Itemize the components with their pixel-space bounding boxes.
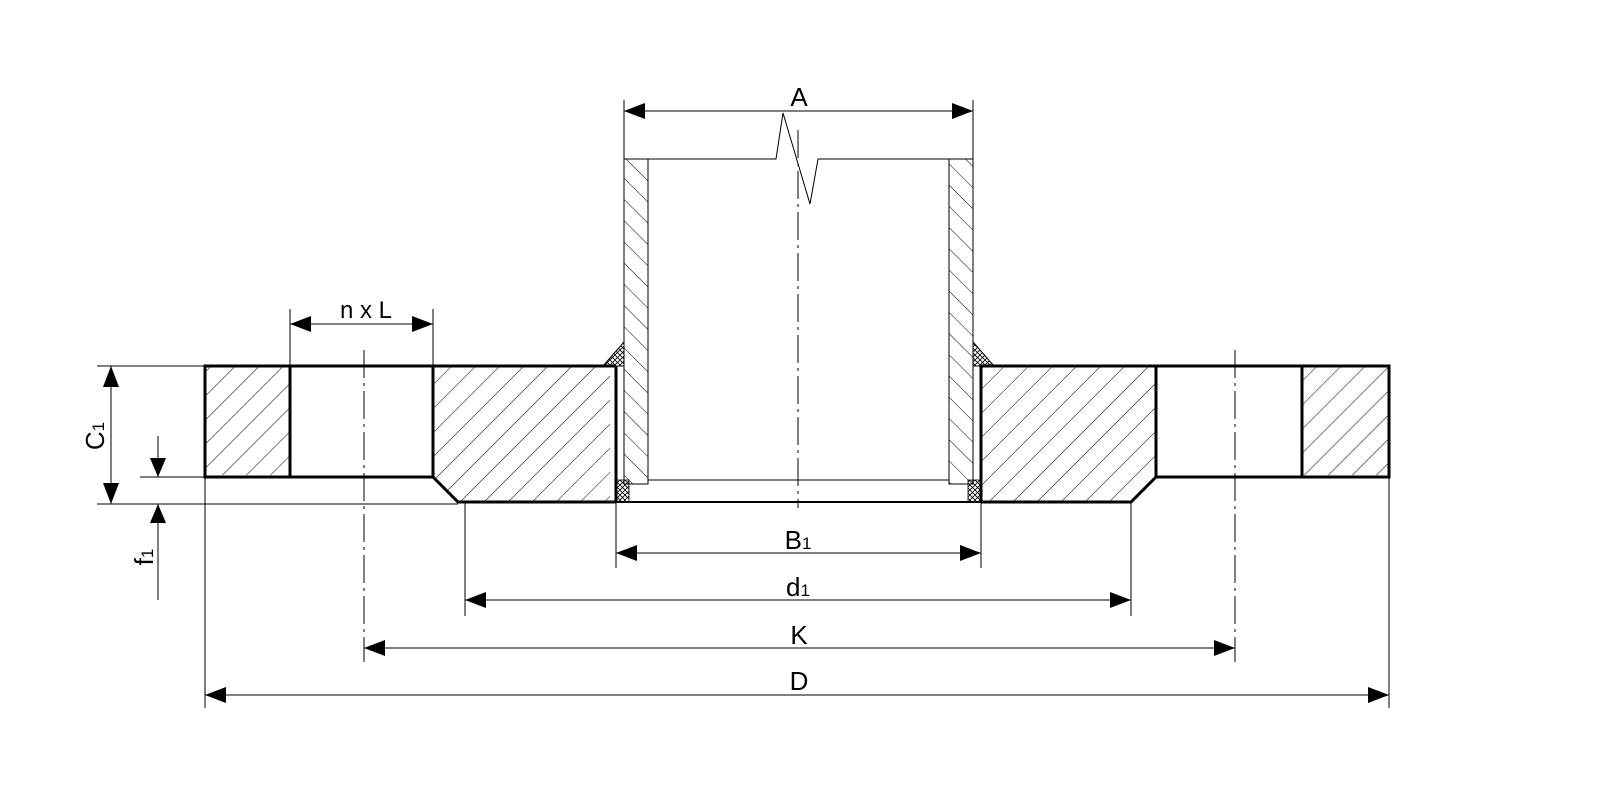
arrow-c1-bottom [103, 483, 119, 504]
pipe-left-wall [623, 158, 649, 485]
pipe-right-wall [948, 158, 974, 485]
welds [601, 340, 996, 503]
extension-lines [97, 100, 1390, 708]
flange-left-outline [203, 364, 616, 504]
arrow-nxl-right [412, 316, 433, 332]
weld-top-left [601, 340, 625, 367]
label-d: D [790, 666, 809, 696]
arrow-k-left [364, 640, 385, 656]
flange-section-hatching [205, 366, 1389, 502]
label-f1: f1 [129, 549, 159, 566]
label-k: K [790, 620, 808, 650]
arrow-d-right [1368, 687, 1389, 703]
arrow-f1-bottom [150, 504, 166, 523]
label-a: A [790, 82, 808, 112]
dimension-lines [110, 110, 1389, 696]
arrow-k-right [1214, 640, 1235, 656]
label-n-x-l: n x L [340, 297, 392, 324]
flange-outline [203, 364, 1391, 504]
flange-left-outer-section [205, 366, 290, 475]
flange-right-outer-section [1302, 366, 1389, 475]
weld-bottom-right [967, 479, 982, 503]
weld-top-right [972, 340, 996, 367]
label-d1: d1 [786, 572, 810, 602]
arrow-b1-left [616, 545, 637, 561]
flange-right-outline [981, 364, 1391, 504]
pipe-walls [623, 158, 974, 485]
arrow-c1-top [103, 366, 119, 387]
arrow-d-left [205, 687, 226, 703]
arrow-b1-right [960, 545, 981, 561]
arrow-a-left [624, 103, 645, 119]
dimension-labels: A n x L C1 f1 B1 d1 K D [80, 82, 811, 696]
arrow-f1-top [150, 458, 166, 477]
pipe-break-line [624, 112, 973, 205]
label-c1: C1 [80, 422, 110, 450]
arrow-a-right [952, 103, 973, 119]
arrowheads [103, 103, 1389, 703]
center-lines [363, 130, 1236, 662]
label-b1: B1 [785, 525, 812, 555]
arrow-d1-right [1110, 592, 1131, 608]
arrow-d1-left [465, 592, 486, 608]
arrow-nxl-left [290, 316, 311, 332]
flange-left-inner-section [433, 366, 610, 502]
flange-right-inner-section [981, 366, 1156, 502]
weld-bottom-left [615, 479, 630, 503]
